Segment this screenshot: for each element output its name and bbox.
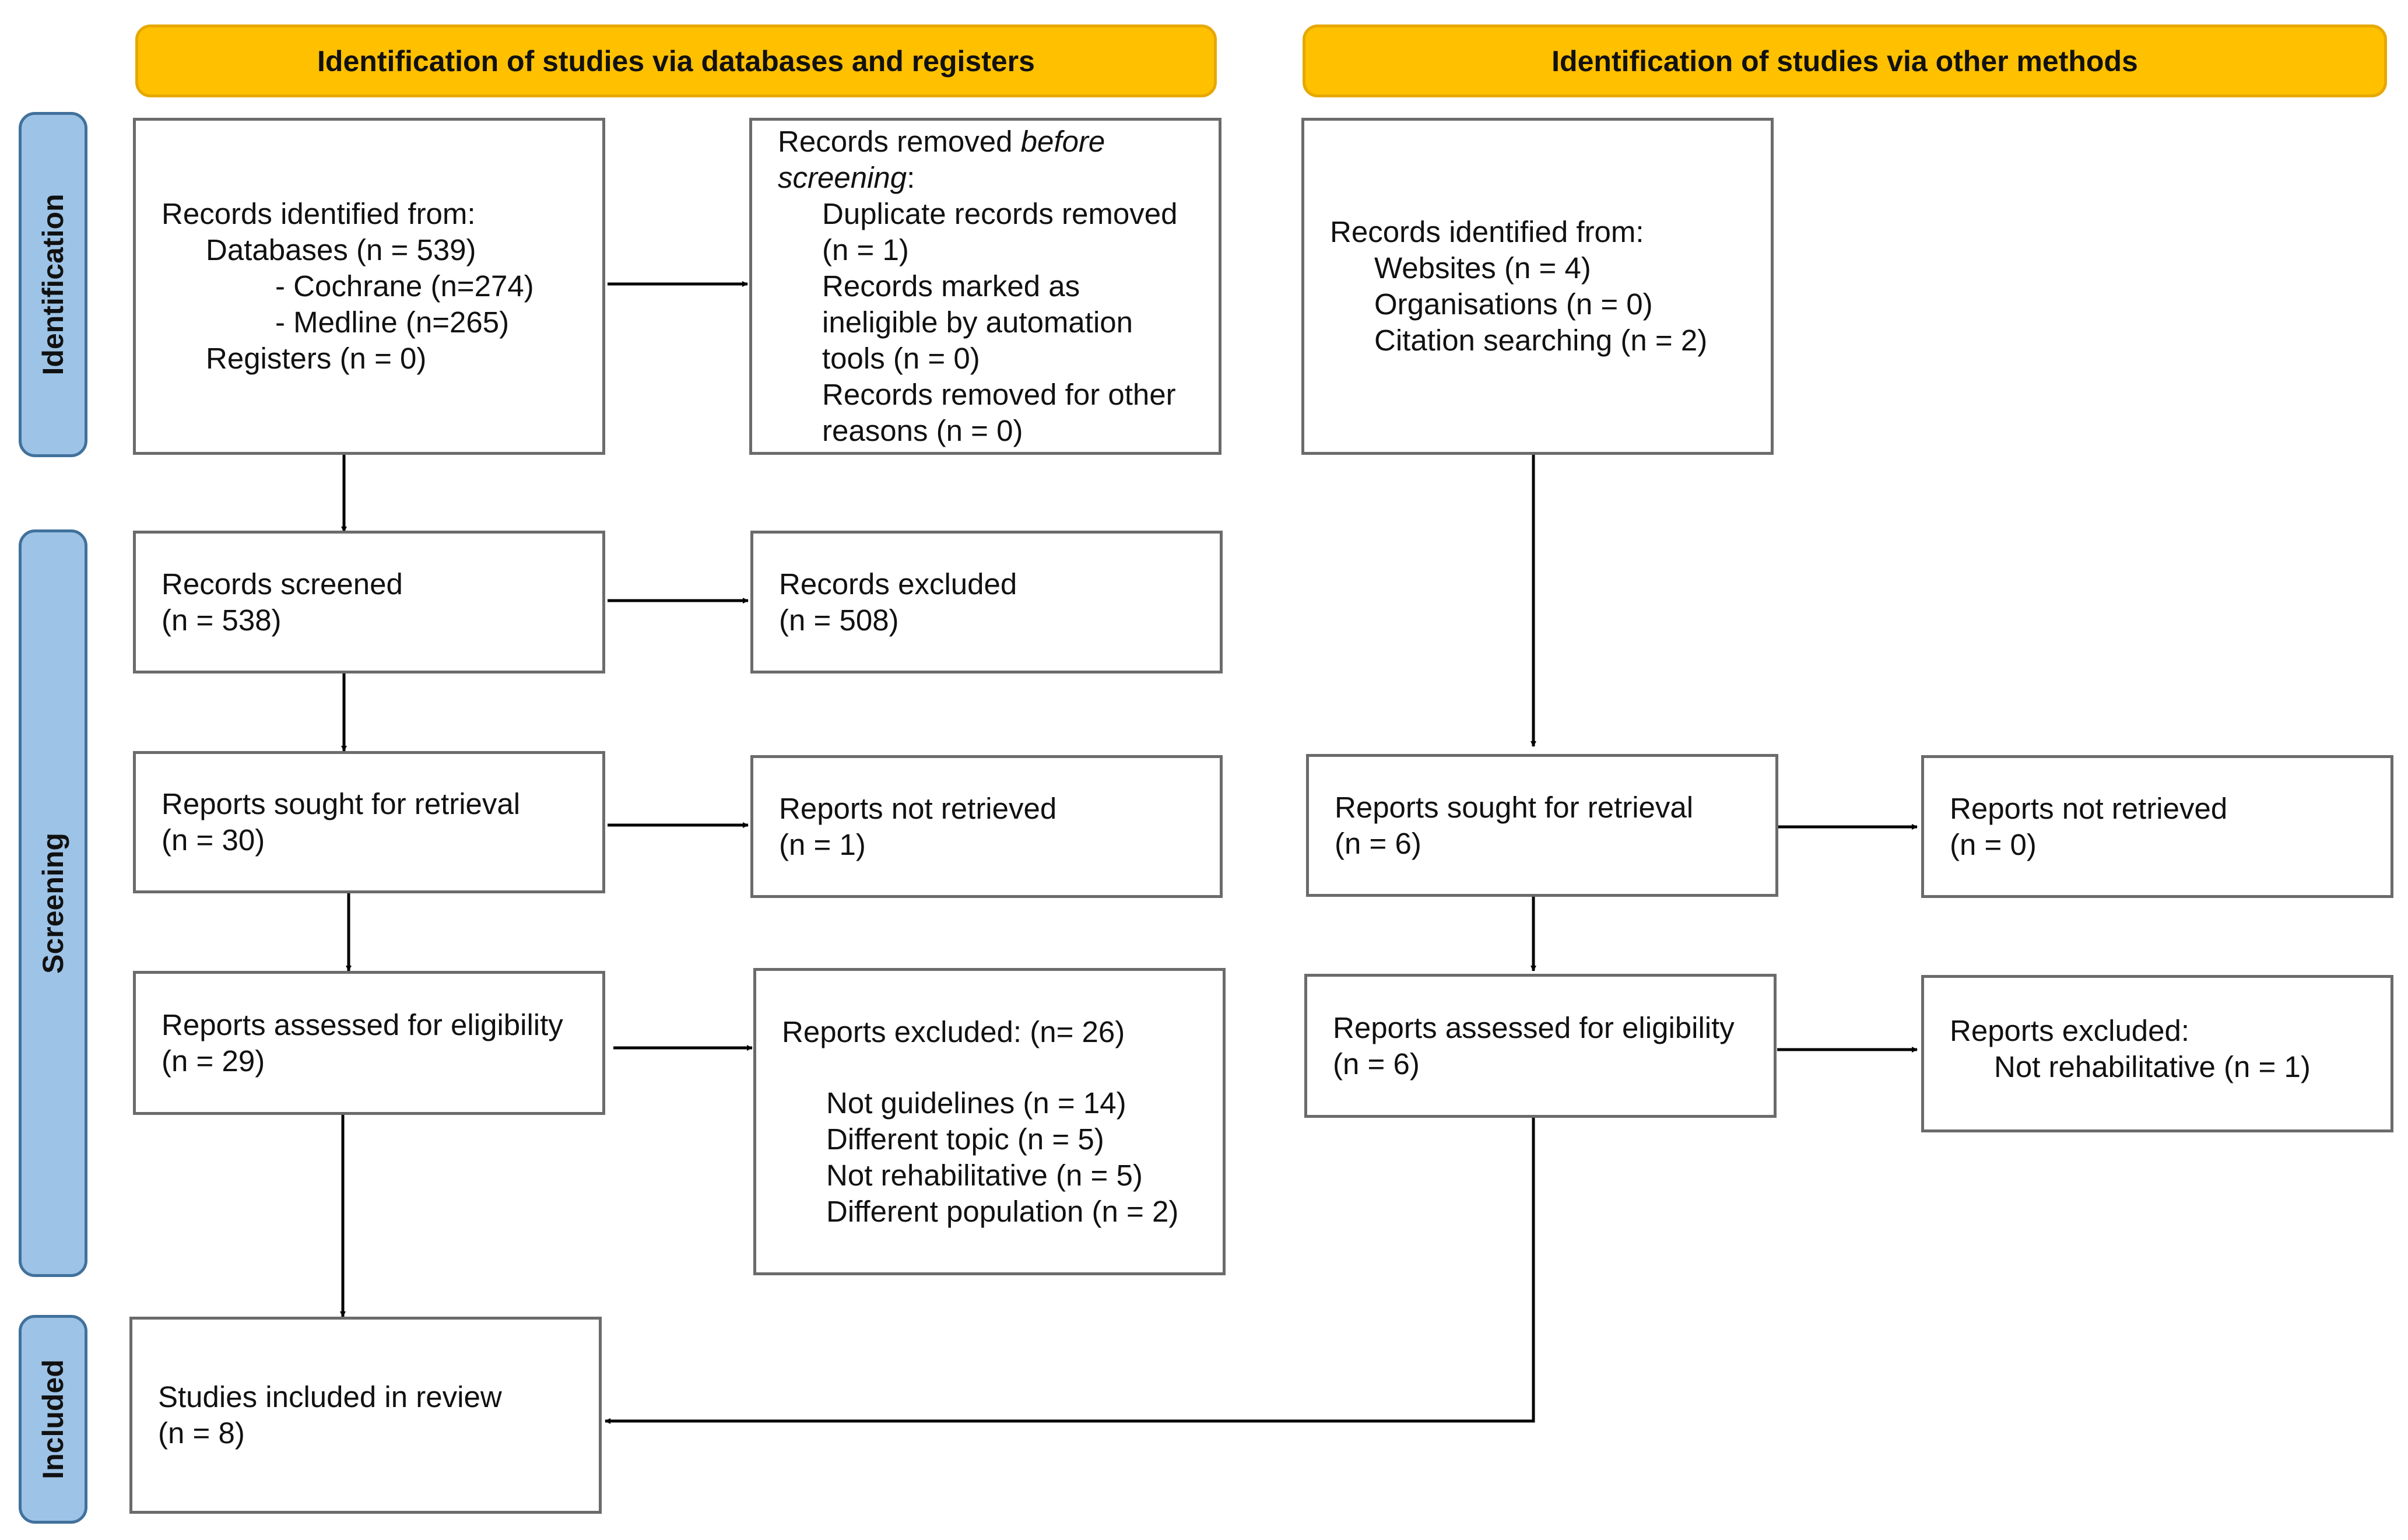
citation-searching-count: Citation searching (n = 2)	[1374, 324, 1708, 357]
header-other-methods: Identification of studies via other meth…	[1303, 24, 2387, 97]
medline-count: - Medline (n=265)	[275, 306, 510, 339]
records-identified-box: Records identified from: Databases (n = …	[133, 118, 605, 455]
databases-count: Databases (n = 539)	[206, 233, 476, 266]
records-removed-title-suffix: :	[907, 161, 915, 194]
phase-screening-label: Screening	[37, 833, 69, 974]
records-excluded-box: Records excluded (n = 508)	[750, 531, 1223, 673]
records-screened-count: (n = 538)	[162, 603, 282, 637]
records-removed-title: Records removed before screening:	[778, 124, 1195, 196]
reports-excluded-title: Reports excluded: (n= 26)	[782, 1015, 1125, 1048]
reports-sought-label: Reports sought for retrieval	[162, 787, 521, 820]
other-reports-not-retrieved-label: Reports not retrieved	[1950, 791, 2228, 825]
duplicate-records-removed: Duplicate records removed (n = 1)	[822, 197, 1178, 266]
reports-sought-count: (n = 30)	[162, 823, 265, 857]
reports-sought-box: Reports sought for retrieval (n = 30)	[133, 751, 605, 893]
organisations-count: Organisations (n = 0)	[1374, 287, 1653, 321]
phase-included-label: Included	[37, 1359, 69, 1479]
reports-assessed-count: (n = 29)	[162, 1044, 265, 1078]
reports-assessed-box: Reports assessed for eligibility (n = 29…	[133, 971, 605, 1115]
studies-included-count: (n = 8)	[158, 1416, 245, 1450]
other-reports-assessed-count: (n = 6)	[1333, 1047, 1420, 1081]
records-screened-label: Records screened	[162, 567, 403, 601]
studies-included-box: Studies included in review (n = 8)	[129, 1317, 602, 1514]
registers-count: Registers (n = 0)	[206, 342, 427, 375]
other-reports-sought-box: Reports sought for retrieval (n = 6)	[1306, 754, 1778, 897]
records-removed-other: Records removed for other reasons (n = 0…	[822, 378, 1176, 447]
other-reports-not-retrieved-box: Reports not retrieved (n = 0)	[1921, 755, 2393, 898]
arrow-other-assessed-to-included	[605, 1115, 1535, 1424]
reports-not-retrieved-box: Reports not retrieved (n = 1)	[750, 755, 1223, 898]
records-removed-box: Records removed before screening: Duplic…	[749, 118, 1221, 455]
reports-excluded-spacer	[782, 1050, 1201, 1085]
records-screened-box: Records screened (n = 538)	[133, 531, 605, 673]
exclusion-reason: Different population (n = 2)	[826, 1194, 1179, 1228]
cochrane-count: - Cochrane (n=274)	[275, 269, 534, 303]
reports-not-retrieved-label: Reports not retrieved	[779, 791, 1057, 825]
records-removed-title-prefix: Records removed	[778, 125, 1021, 158]
reports-not-retrieved-count: (n = 1)	[779, 827, 866, 861]
phase-included: Included	[19, 1315, 87, 1524]
exclusion-reason: Not guidelines (n = 14)	[826, 1086, 1126, 1120]
phase-screening: Screening	[19, 529, 87, 1277]
records-marked-ineligible: Records marked as ineligible by automati…	[822, 269, 1133, 375]
exclusion-reason: Not rehabilitative (n = 5)	[826, 1158, 1143, 1192]
other-reports-not-retrieved-count: (n = 0)	[1950, 827, 2037, 861]
records-identified-title: Records identified from:	[162, 197, 476, 230]
records-excluded-count: (n = 508)	[779, 603, 899, 637]
header-other-label: Identification of studies via other meth…	[1551, 44, 2138, 78]
other-reports-excluded-title: Reports excluded:	[1950, 1014, 2190, 1047]
other-records-identified-title: Records identified from:	[1330, 215, 1644, 248]
header-databases-and-registers: Identification of studies via databases …	[135, 24, 1217, 97]
records-removed-title-emphasis: before screening	[778, 125, 1105, 194]
phase-identification: Identification	[19, 112, 87, 457]
header-databases-label: Identification of studies via databases …	[317, 44, 1035, 78]
phase-identification-label: Identification	[37, 194, 69, 376]
other-records-identified-box: Records identified from: Websites (n = 4…	[1301, 118, 1774, 455]
other-reports-excluded-box: Reports excluded: Not rehabilitative (n …	[1921, 975, 2393, 1132]
other-exclusion-reason: Not rehabilitative (n = 1)	[1994, 1050, 2311, 1083]
websites-count: Websites (n = 4)	[1374, 251, 1591, 285]
reports-excluded-box: Reports excluded: (n= 26) Not guidelines…	[753, 968, 1226, 1275]
records-excluded-label: Records excluded	[779, 567, 1017, 601]
studies-included-label: Studies included in review	[158, 1380, 502, 1413]
reports-assessed-label: Reports assessed for eligibility	[162, 1008, 563, 1041]
other-reports-sought-count: (n = 6)	[1335, 826, 1421, 860]
other-reports-sought-label: Reports sought for retrieval	[1335, 790, 1694, 824]
other-reports-assessed-box: Reports assessed for eligibility (n = 6)	[1304, 974, 1777, 1118]
other-reports-assessed-label: Reports assessed for eligibility	[1333, 1011, 1735, 1044]
exclusion-reason: Different topic (n = 5)	[826, 1122, 1104, 1156]
